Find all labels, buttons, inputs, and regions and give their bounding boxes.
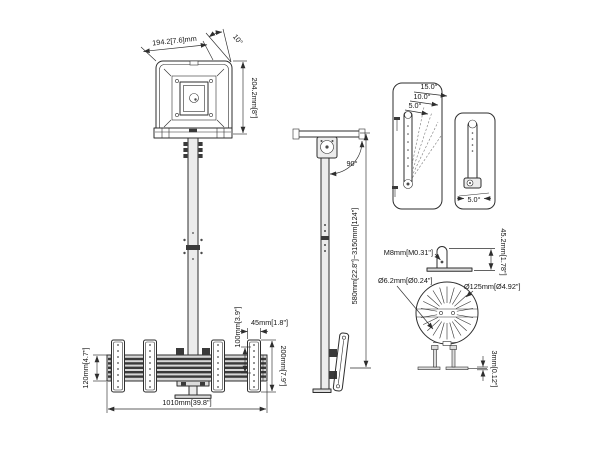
dim-swivel-angle: 90° bbox=[329, 140, 365, 177]
dim-label-bolt-thread: M8mm[M0.31"] bbox=[384, 248, 433, 257]
dim-label-bracket-width: 45mm[1.8"] bbox=[251, 318, 288, 327]
dim-label-bracket-height: 200mm[7.9"] bbox=[279, 345, 288, 386]
dim-top-width: 194.2[7.6]mm bbox=[140, 34, 214, 62]
dim-height-range: 580mm[22.8"]~3150mm[124"] bbox=[350, 132, 371, 369]
dim-label-bolt-length: 45.2mm[1.78"] bbox=[499, 228, 508, 275]
display-rail bbox=[106, 354, 268, 382]
vesa-bracket-3 bbox=[211, 339, 225, 393]
radial-slots-upper bbox=[420, 286, 474, 312]
radial-slots-lower bbox=[420, 314, 474, 340]
dim-top-depth: 204.2mm[8"] bbox=[233, 60, 259, 135]
dim-top-angle: 10° bbox=[205, 28, 245, 63]
dim-label-swivel-angle: 90° bbox=[346, 159, 357, 168]
vesa-bracket-4 bbox=[247, 339, 261, 393]
bolt-detail: M8mm[M0.31"] 45.2mm[1.78"] bbox=[384, 228, 508, 275]
dim-label-tilt-10: 10.0° bbox=[413, 92, 430, 101]
ceiling-plate-detail: Ø6.2mm[Ø0.24"] Ø125mm[Ø4.92"] bbox=[378, 276, 521, 346]
strip-profile-detail: 3mm[0.12"] bbox=[417, 342, 499, 388]
vesa-bracket-1 bbox=[111, 339, 125, 393]
dim-bracket-width: 45mm[1.8"] bbox=[240, 318, 288, 339]
dim-label-height-range: 580mm[22.8"]~3150mm[124"] bbox=[350, 208, 359, 305]
vesa-bracket-2 bbox=[143, 339, 157, 393]
vesa-plate-top-view bbox=[155, 60, 233, 136]
dim-label-rail-length: 1010mm[39.8"] bbox=[162, 398, 211, 407]
dim-label-tilt-15: 15.0° bbox=[420, 82, 437, 91]
dim-label-slot-width: Ø6.2mm[Ø0.24"] bbox=[378, 276, 433, 285]
dim-label-top-depth: 204.2mm[8"] bbox=[250, 77, 259, 118]
dim-rail-height: 120mm[4.7"] bbox=[81, 347, 107, 389]
dim-label-tilt-5: 5.0° bbox=[408, 101, 421, 110]
tilt-down-detail-box: 5.0° bbox=[454, 112, 496, 210]
dim-label-plate-diameter: Ø125mm[Ø4.92"] bbox=[464, 282, 521, 291]
dim-label-top-width: 194.2[7.6]mm bbox=[152, 34, 197, 48]
dim-label-tilt-down: 5.0° bbox=[467, 195, 480, 204]
front-view bbox=[106, 127, 268, 399]
dim-rail-length: 1010mm[39.8"] bbox=[106, 382, 268, 413]
dim-label-rail-height: 120mm[4.7"] bbox=[81, 347, 90, 388]
dim-label-vesa-spacing: 100mm[3.9"] bbox=[233, 306, 242, 347]
dim-vesa-spacing: 100mm[3.9"] bbox=[233, 306, 251, 374]
dim-label-strip-thickness: 3mm[0.12"] bbox=[490, 350, 499, 387]
side-view bbox=[292, 128, 366, 393]
tilt-detail-box: 15.0° 10.0° 5.0° bbox=[392, 82, 448, 210]
dim-label-top-angle: 10° bbox=[231, 32, 245, 46]
dim-bracket-height: 200mm[7.9"] bbox=[261, 339, 288, 393]
